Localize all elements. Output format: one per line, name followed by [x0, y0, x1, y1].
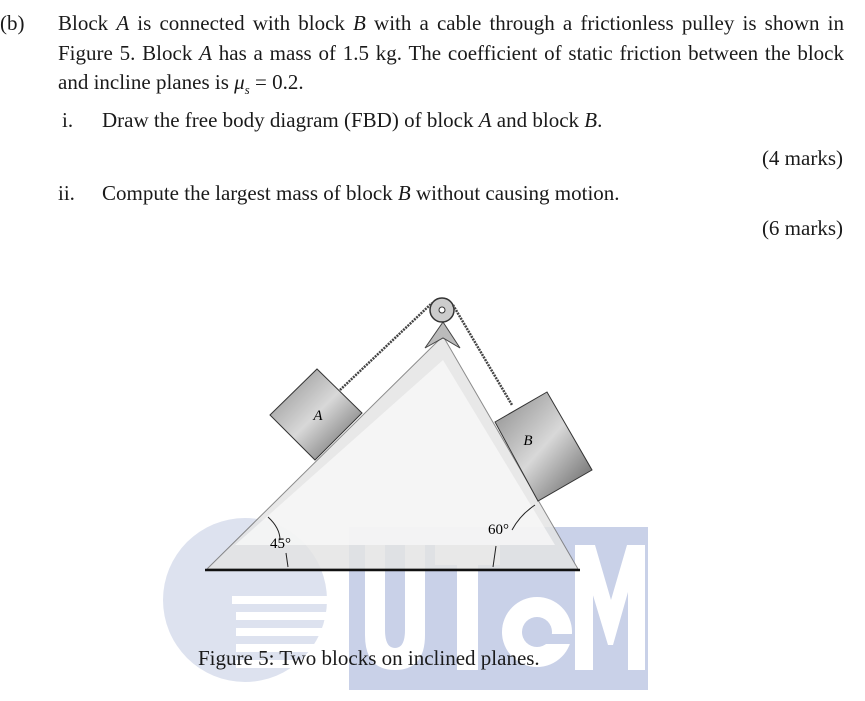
part-ii-text: Compute the largest mass of block B with… [102, 181, 620, 205]
watermark-lines [232, 596, 332, 668]
part-ii-marks: (6 marks) [761, 216, 843, 240]
part-i-number: i. [62, 108, 74, 132]
block-a [269, 368, 363, 461]
part-i-text: Draw the free body diagram (FBD) of bloc… [102, 108, 603, 132]
cable-b [451, 304, 514, 406]
cable-a [339, 302, 433, 391]
question-paragraph: Block A is connected with block B with a… [58, 11, 844, 98]
part-ii-number: ii. [58, 181, 75, 205]
figure-caption: Figure 5: Two blocks on inclined planes. [198, 646, 540, 670]
angle-pointer-left [285, 552, 289, 568]
angle-arc-right [511, 504, 536, 531]
part-i-marks: (4 marks) [761, 146, 843, 170]
block-b [494, 391, 593, 502]
block-a-label: A [312, 408, 323, 424]
angle-arc-left [267, 516, 281, 541]
question-label: (b) [0, 11, 25, 35]
block-b-label: B [523, 433, 532, 449]
angle-pointer-right [492, 545, 497, 568]
pulley-bracket [424, 321, 461, 349]
angle-left-label: 45° [270, 536, 291, 552]
angle-right-label: 60° [488, 522, 509, 538]
